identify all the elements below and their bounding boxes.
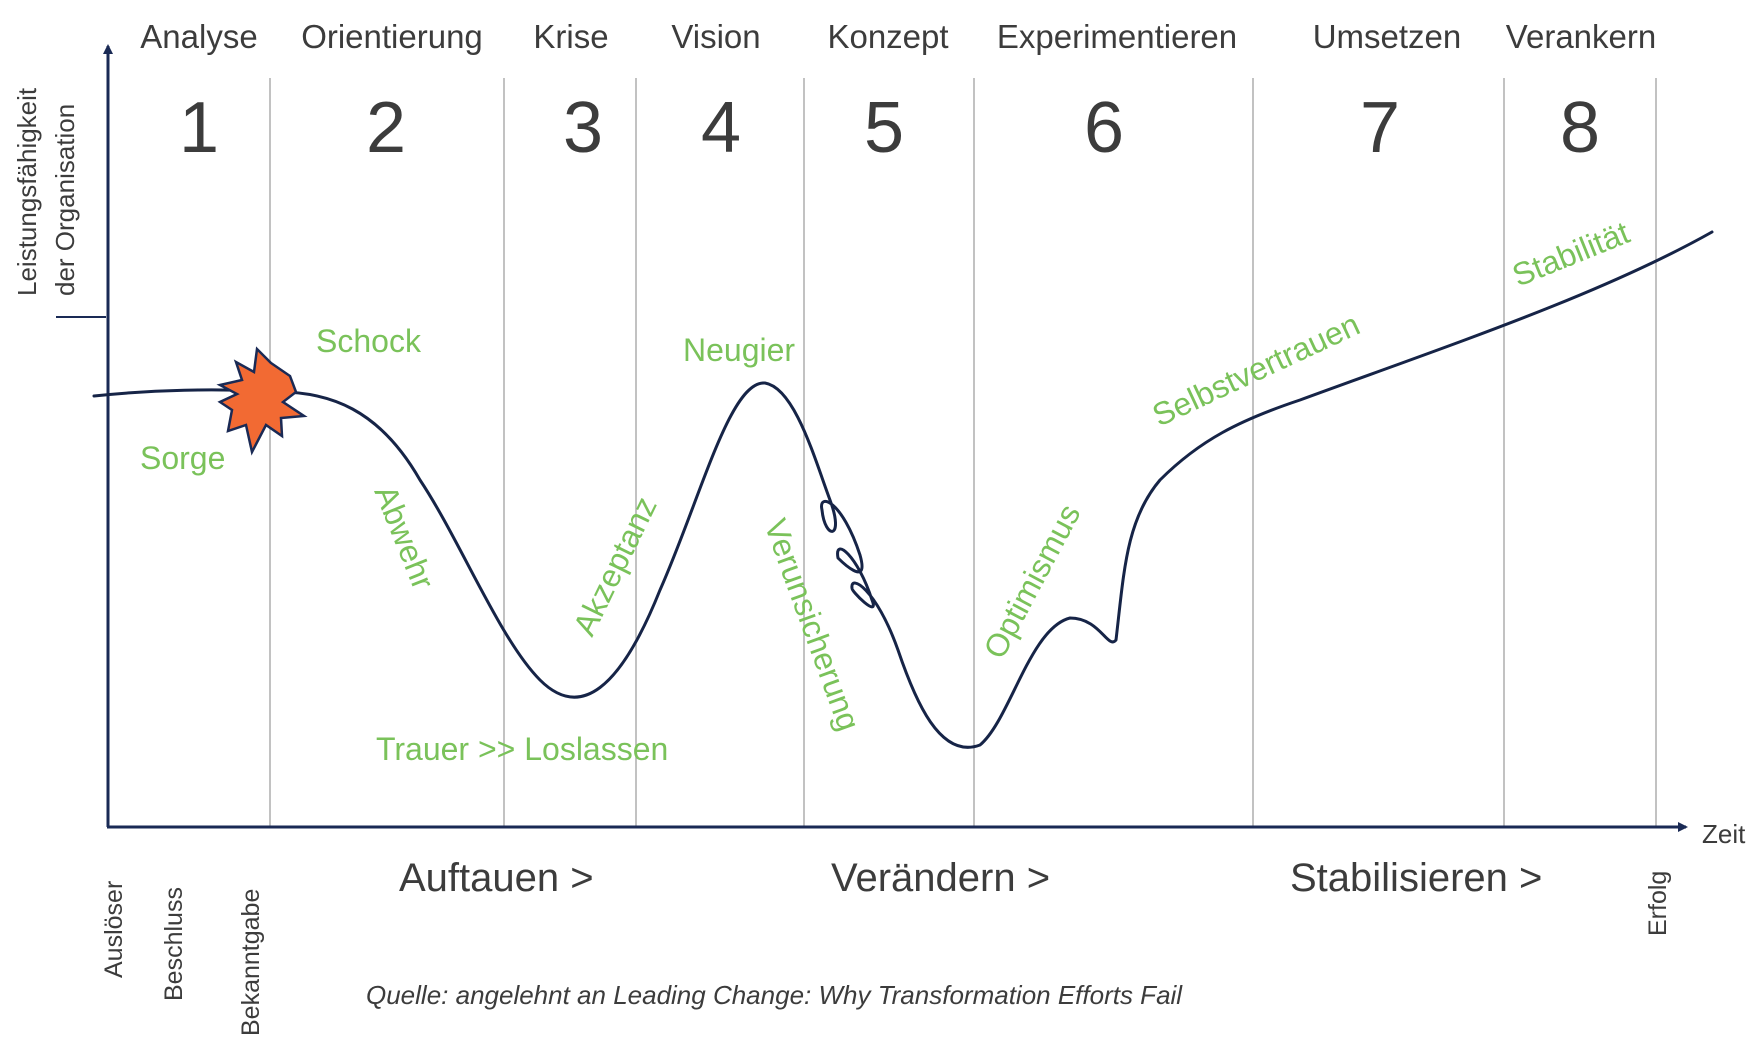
tick-bekanntgabe: Bekanntgabe xyxy=(237,889,265,1036)
phase-number-4: 4 xyxy=(701,88,741,168)
emotion-verunsicherung: Verunsicherung xyxy=(757,514,867,735)
tick-beschluss: Beschluss xyxy=(160,887,188,1001)
phase-number-8: 8 xyxy=(1560,88,1600,168)
phase-name-1: Analyse xyxy=(140,18,257,55)
emotion-trauer-loslassen: Trauer >> Loslassen xyxy=(376,731,668,767)
shock-burst-icon xyxy=(216,346,308,456)
emotion-optimismus: Optimismus xyxy=(976,498,1087,664)
tick-ausloeser: Auslöser xyxy=(100,881,128,978)
stage-auftauen: Auftauen > xyxy=(399,856,594,900)
phase-name-6: Experimentieren xyxy=(997,18,1237,55)
phase-name-7: Umsetzen xyxy=(1313,18,1462,55)
phase-name-4: Vision xyxy=(671,18,760,55)
stage-veraendern: Verändern > xyxy=(831,856,1050,900)
stage-stabilisieren: Stabilisieren > xyxy=(1290,856,1542,900)
emotion-sorge: Sorge xyxy=(140,440,225,476)
phase-number-2: 2 xyxy=(366,88,406,168)
emotion-schock: Schock xyxy=(316,323,422,359)
phase-number-7: 7 xyxy=(1360,88,1400,168)
emotion-stabilitaet: Stabilität xyxy=(1507,214,1634,293)
phase-number-6: 6 xyxy=(1084,88,1124,168)
phase-name-5: Konzept xyxy=(827,18,948,55)
emotion-neugier: Neugier xyxy=(683,332,795,368)
tick-erfolg: Erfolg xyxy=(1644,871,1672,936)
y-axis-label-line2: der Organisation xyxy=(50,104,80,296)
y-axis-label-line1: Leistungsfähigkeit xyxy=(12,87,42,296)
phase-name-8: Verankern xyxy=(1506,18,1656,55)
change-curve xyxy=(92,230,1714,749)
emotion-selbstvertrauen: Selbstvertrauen xyxy=(1147,306,1365,433)
source-caption: Quelle: angelehnt an Leading Change: Why… xyxy=(366,980,1183,1010)
phase-name-2: Orientierung xyxy=(301,18,483,55)
phase-name-3: Krise xyxy=(533,18,608,55)
phase-number-3: 3 xyxy=(563,88,603,168)
x-axis-label: Zeit xyxy=(1702,819,1746,849)
phase-number-5: 5 xyxy=(864,88,904,168)
phase-number-1: 1 xyxy=(179,88,219,168)
